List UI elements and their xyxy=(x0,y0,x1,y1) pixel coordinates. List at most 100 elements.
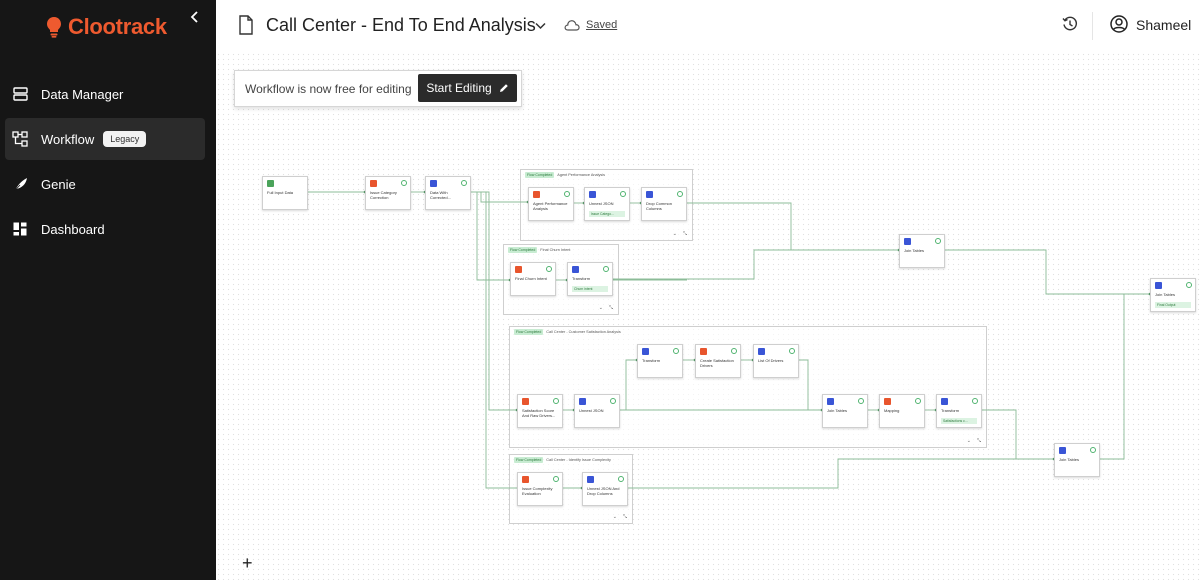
node-label: Join Tables xyxy=(827,408,847,413)
workflow-node[interactable]: Mapping xyxy=(879,394,925,428)
workflow-node[interactable]: Join Tables xyxy=(1054,443,1100,477)
chevron-down-icon[interactable] xyxy=(535,17,546,35)
join-icon xyxy=(827,398,834,405)
check-icon xyxy=(1090,447,1096,453)
check-icon xyxy=(620,191,626,197)
chevron-left-icon xyxy=(190,11,198,23)
sidebar-item-genie[interactable]: Genie xyxy=(5,163,205,205)
output-tag: Churn intent xyxy=(572,286,608,292)
check-icon xyxy=(677,191,683,197)
group-status-badge: Flow Completed xyxy=(525,172,555,178)
node-label: Unnest JSON xyxy=(589,201,614,206)
sidebar-item-dashboard[interactable]: Dashboard xyxy=(5,208,205,250)
expand-icon[interactable]: ⤡ xyxy=(976,438,981,444)
workflow-node[interactable]: Full Input Data xyxy=(262,176,308,210)
user-avatar-icon[interactable] xyxy=(1110,15,1128,38)
node-label: Agent Performance Analysis xyxy=(533,201,568,211)
transform-icon xyxy=(941,398,948,405)
workflow-node[interactable]: Data With Corrected... xyxy=(425,176,471,210)
output-tag: Issue Catego... xyxy=(589,211,625,217)
sidebar-item-workflow[interactable]: Workflow Legacy xyxy=(5,118,205,160)
ai-icon xyxy=(522,476,529,483)
node-label: Drop Common Columns xyxy=(646,201,673,211)
transform-icon xyxy=(646,191,653,198)
check-icon xyxy=(553,398,559,404)
expand-icon[interactable]: ⤡ xyxy=(622,514,627,520)
workflow-node[interactable]: Join Tables Final Output xyxy=(1150,278,1196,312)
sidebar-item-label: Workflow xyxy=(41,131,95,147)
group-title: Final Churn Intent xyxy=(540,248,571,252)
workflow-node[interactable]: Unnest JSON xyxy=(574,394,620,428)
collapse-icon[interactable]: ⌄ xyxy=(672,231,677,237)
node-label: Unnest JSON And Drop Columns xyxy=(587,486,620,496)
check-icon xyxy=(618,476,624,482)
user-name[interactable]: Shameel xyxy=(1136,17,1192,33)
edit-notice-banner: Workflow is now free for editing Start E… xyxy=(234,70,522,107)
check-icon xyxy=(401,180,407,186)
workflow-node[interactable]: Unnest JSON Issue Catego... xyxy=(584,187,630,221)
expand-icon[interactable]: ⤡ xyxy=(682,231,687,237)
check-icon xyxy=(972,398,978,404)
workflow-node[interactable]: Join Tables xyxy=(822,394,868,428)
document-icon xyxy=(238,15,254,40)
node-label: Transform xyxy=(572,276,591,281)
output-tag: Satisfactions c... xyxy=(941,418,977,424)
expand-icon[interactable]: ⤡ xyxy=(608,305,613,311)
check-icon xyxy=(610,398,616,404)
workflow-node[interactable]: Final Churn Intent xyxy=(510,262,556,296)
top-bar: Call Center - End To End Analysis Saved … xyxy=(216,0,1200,53)
workflow-node[interactable]: Transform Satisfactions c... xyxy=(936,394,982,428)
ai-icon xyxy=(522,398,529,405)
sidebar-item-data-manager[interactable]: Data Manager xyxy=(5,73,205,115)
transform-icon xyxy=(642,348,649,355)
workflow-node[interactable]: Unnest JSON And Drop Columns xyxy=(582,472,628,506)
workflow-node[interactable]: Transform xyxy=(637,344,683,378)
ai-icon xyxy=(700,348,707,355)
start-editing-button[interactable]: Start Editing xyxy=(418,74,517,102)
ai-icon xyxy=(884,398,891,405)
check-icon xyxy=(935,238,941,244)
node-label: Final Churn Intent xyxy=(515,276,547,281)
check-icon xyxy=(553,476,559,482)
collapse-sidebar-button[interactable] xyxy=(190,10,200,27)
workflow-node[interactable]: Satisfaction Score And Raw Drivers... xyxy=(517,394,563,428)
transform-icon xyxy=(587,476,594,483)
cloud-icon xyxy=(564,18,580,36)
workflow-node[interactable]: Join Tables xyxy=(899,234,945,268)
join-icon xyxy=(904,238,911,245)
history-icon[interactable] xyxy=(1062,16,1078,37)
workflow-node[interactable]: List Of Drivers xyxy=(753,344,799,378)
check-icon xyxy=(564,191,570,197)
brand-logo[interactable]: Clootrack xyxy=(46,14,167,40)
ai-icon xyxy=(533,191,540,198)
node-label: Issue Complexity Evaluation xyxy=(522,486,553,496)
collapse-icon[interactable]: ⌄ xyxy=(598,305,603,311)
legacy-badge: Legacy xyxy=(103,131,147,147)
add-node-button[interactable]: + xyxy=(242,553,253,573)
workflow-node[interactable]: Drop Common Columns xyxy=(641,187,687,221)
join-icon xyxy=(1155,282,1162,289)
table-icon xyxy=(267,180,274,187)
node-label: Join Tables xyxy=(1059,457,1079,462)
node-label: Data With Corrected... xyxy=(430,190,451,200)
workflow-node[interactable]: Agent Performance Analysis xyxy=(528,187,574,221)
check-icon xyxy=(858,398,864,404)
save-status: Saved xyxy=(586,19,618,31)
node-label: Transform xyxy=(941,408,960,413)
workflow-node[interactable]: Issue Category Correction xyxy=(365,176,411,210)
collapse-icon[interactable]: ⌄ xyxy=(612,514,617,520)
workflow-node[interactable]: Transform Churn intent xyxy=(567,262,613,296)
transform-icon xyxy=(579,398,586,405)
node-label: Unnest JSON xyxy=(579,408,604,413)
sidebar-item-label: Genie xyxy=(41,176,76,192)
workflow-node[interactable]: Issue Complexity Evaluation xyxy=(517,472,563,506)
check-icon xyxy=(603,266,609,272)
check-icon xyxy=(731,348,737,354)
page-title[interactable]: Call Center - End To End Analysis xyxy=(266,15,536,35)
start-editing-label: Start Editing xyxy=(426,81,492,95)
workflow-node[interactable]: Create Satisfaction Drivers xyxy=(695,344,741,378)
sidebar-item-label: Data Manager xyxy=(41,86,124,102)
check-icon xyxy=(673,348,679,354)
collapse-icon[interactable]: ⌄ xyxy=(966,438,971,444)
